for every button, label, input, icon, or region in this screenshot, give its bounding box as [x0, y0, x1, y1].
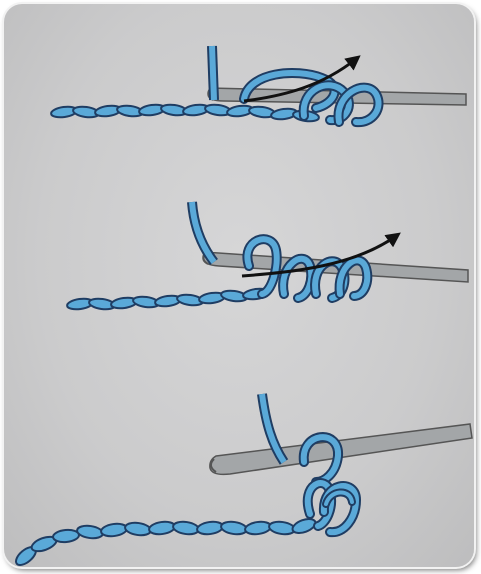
chain-stitches-1 — [50, 103, 319, 123]
step-1-panel — [50, 46, 466, 123]
step-3-panel — [13, 394, 472, 567]
step-2-panel — [66, 202, 468, 311]
chain-stitches-2 — [66, 287, 269, 311]
diagram-frame — [4, 4, 474, 567]
chain-stitches-3 — [13, 516, 317, 567]
crochet-steps-diagram — [4, 4, 474, 567]
